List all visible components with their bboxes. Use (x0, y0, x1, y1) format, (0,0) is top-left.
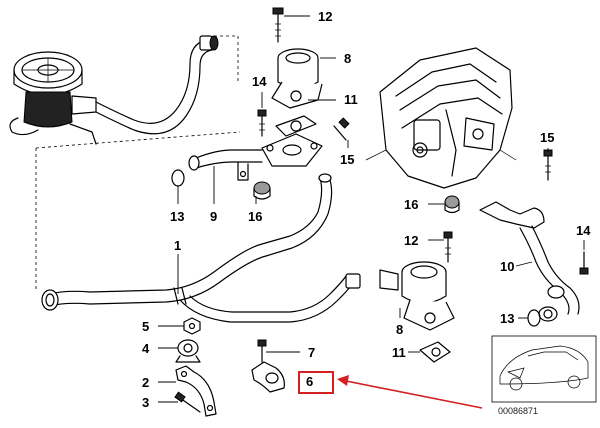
nut-5-drawing (183, 317, 201, 335)
pipe-1-drawing (41, 173, 361, 323)
mount-16-drawing (253, 181, 271, 200)
callout-14-left: 14 (252, 74, 267, 89)
callout-14-right: 14 (576, 223, 591, 238)
pump-hose-drawing (95, 35, 219, 135)
mount-16b-drawing (444, 195, 460, 214)
bolt-15b-drawing (543, 149, 553, 181)
frame-line (35, 131, 241, 149)
valve-upper-drawing (261, 7, 323, 167)
bracket-2-drawing (175, 365, 217, 417)
callout-13-right: 13 (500, 311, 514, 326)
callout-15-center: 15 (340, 152, 354, 167)
bolt-14-drawing (257, 109, 267, 137)
part-6-highlight (298, 371, 483, 409)
callout-11-right: 11 (392, 345, 406, 360)
callout-16-right: 16 (404, 197, 418, 212)
callout-7: 7 (308, 345, 315, 360)
callout-4: 4 (142, 341, 150, 356)
reference-number: 00086871 (498, 406, 538, 416)
highlight-arrow-shaft (345, 380, 483, 409)
pipe-10-drawing (479, 201, 580, 322)
callout-2: 2 (142, 375, 149, 390)
callout-12-right: 12 (404, 233, 418, 248)
callout-15-right: 15 (540, 130, 554, 145)
engine-block-drawing (365, 47, 517, 189)
o-ring-13-drawing (171, 169, 185, 187)
frame-line (214, 35, 239, 84)
callout-16-left: 16 (248, 209, 262, 224)
callout-numbers: 12 8 11 14 15 13 9 16 1 5 4 2 3 7 6 16 1… (142, 9, 591, 410)
bolt-15-drawing (333, 117, 350, 141)
callout-11-top: 11 (344, 92, 358, 107)
callout-9: 9 (210, 209, 217, 224)
air-pump-drawing (9, 51, 97, 145)
callout-13-left: 13 (170, 209, 184, 224)
callout-8-top: 8 (344, 51, 351, 66)
bolt-3-drawing (174, 391, 201, 413)
callout-3: 3 (142, 395, 149, 410)
o-ring-13b-drawing (527, 309, 541, 327)
pipe-9-drawing (188, 149, 263, 181)
vehicle-thumbnail (491, 335, 597, 403)
highlight-box (298, 371, 334, 394)
leader-lines (158, 15, 585, 403)
callout-1: 1 (174, 238, 181, 253)
callout-12-top: 12 (318, 9, 332, 24)
clip-6-drawing (251, 361, 285, 393)
callout-6: 6 (306, 374, 313, 389)
callout-5: 5 (142, 319, 149, 334)
valve-lower-drawing (379, 231, 455, 363)
grommet-4-drawing (175, 339, 201, 363)
callout-10: 10 (500, 259, 514, 274)
bolt-7-drawing (257, 339, 267, 363)
highlight-arrow-head (337, 375, 349, 386)
bolt-14b-drawing (579, 251, 589, 275)
callout-8-right: 8 (396, 322, 403, 337)
